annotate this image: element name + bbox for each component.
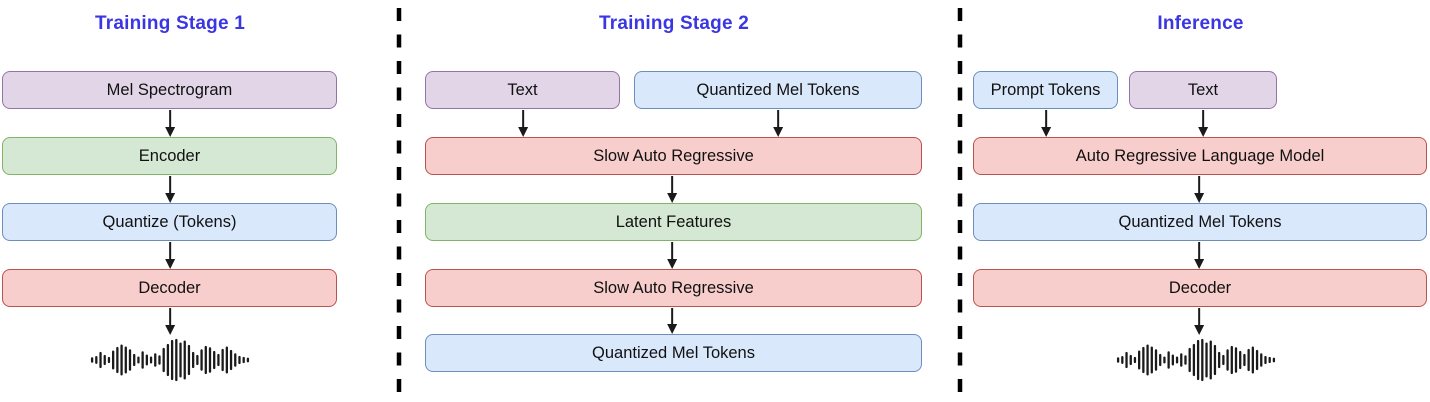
node-encoder: Encoder bbox=[2, 137, 337, 175]
node-quantize-tokens: Quantize (Tokens) bbox=[2, 203, 337, 241]
node-slow-auto-regressive-1: Slow Auto Regressive bbox=[425, 137, 922, 175]
arrow-down-icon bbox=[169, 110, 171, 127]
node-auto-regressive-language-model: Auto Regressive Language Model bbox=[973, 137, 1427, 175]
node-slow-auto-regressive-2: Slow Auto Regressive bbox=[425, 269, 922, 307]
arrow-down-icon bbox=[522, 110, 524, 127]
arrow-down-icon bbox=[169, 176, 171, 193]
arrow-down-icon bbox=[1198, 176, 1200, 193]
panel-title-inference: Inference bbox=[1157, 13, 1244, 34]
arrow-down-icon bbox=[1198, 242, 1200, 259]
panel-title-training-stage-1: Training Stage 1 bbox=[95, 13, 245, 34]
arrow-down-icon bbox=[169, 242, 171, 259]
arrow-down-icon bbox=[1198, 308, 1200, 325]
panel-title-training-stage-2: Training Stage 2 bbox=[599, 13, 749, 34]
node-latent-features: Latent Features bbox=[425, 203, 922, 241]
arrow-down-icon bbox=[671, 176, 673, 193]
node-mel-spectrogram: Mel Spectrogram bbox=[2, 71, 337, 109]
node-quantized-mel-tokens-input: Quantized Mel Tokens bbox=[634, 71, 922, 109]
node-text-inference: Text bbox=[1129, 71, 1277, 109]
node-decoder-stage1: Decoder bbox=[2, 269, 337, 307]
arrow-down-icon bbox=[777, 110, 779, 127]
arrow-down-icon bbox=[169, 308, 171, 325]
arrow-down-icon bbox=[671, 242, 673, 259]
node-text-stage2: Text bbox=[425, 71, 620, 109]
arrow-down-icon bbox=[1202, 110, 1204, 127]
audio-waveform-icon bbox=[1116, 338, 1276, 382]
node-quantized-mel-tokens-output: Quantized Mel Tokens bbox=[425, 334, 922, 372]
audio-waveform-icon bbox=[90, 338, 250, 382]
arrow-down-icon bbox=[1045, 110, 1047, 127]
node-prompt-tokens: Prompt Tokens bbox=[973, 71, 1118, 109]
node-quantized-mel-tokens-inference: Quantized Mel Tokens bbox=[973, 203, 1427, 241]
arrow-down-icon bbox=[671, 308, 673, 324]
node-decoder-inference: Decoder bbox=[973, 269, 1427, 307]
